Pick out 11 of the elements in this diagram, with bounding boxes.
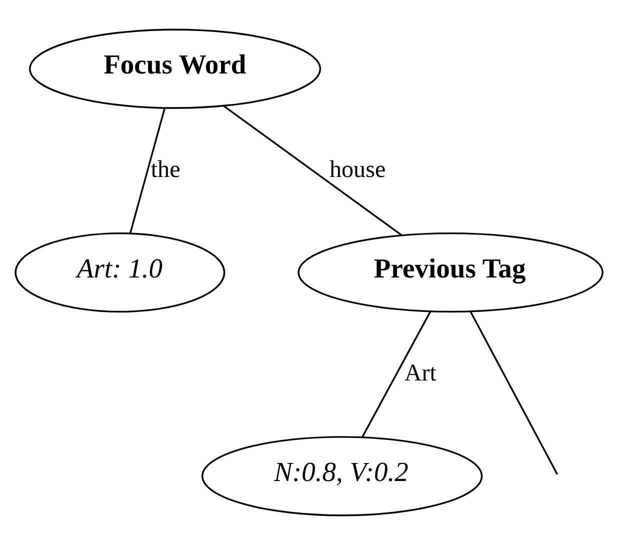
- connector: [129, 107, 166, 233]
- node-ellipse: N:0.8, V:0.2: [202, 436, 483, 516]
- node-ellipse: Focus Word: [29, 28, 322, 108]
- edge-label: house: [329, 156, 386, 183]
- node-ellipse: Art: 1.0: [14, 232, 226, 312]
- connector: [470, 310, 558, 474]
- edge-label: the: [150, 156, 180, 183]
- connector: [361, 310, 432, 438]
- edge-label: Art: [404, 360, 436, 386]
- node-ellipse: Previous Tag: [298, 232, 604, 312]
- connector: [223, 104, 402, 236]
